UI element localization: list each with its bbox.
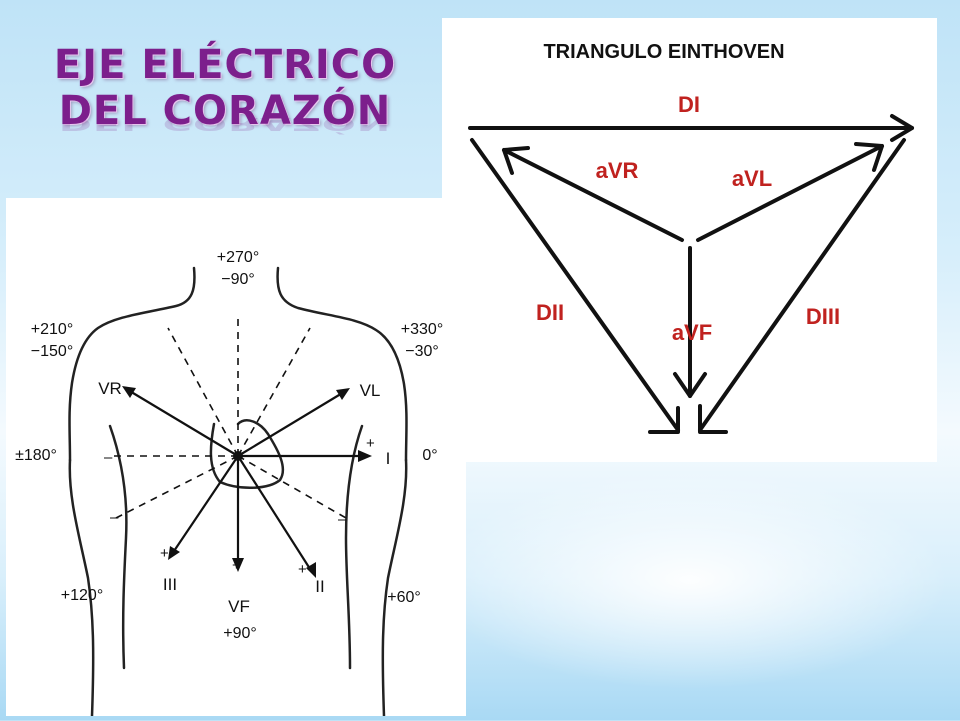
lead-label-vf: VF: [228, 597, 250, 616]
lead-label-iii: III: [163, 575, 177, 594]
label-avr: aVR: [596, 158, 639, 183]
triangle-heading: TRIANGULO EINTHOVEN: [543, 41, 784, 63]
slide-title-reflection-line: DEL CORAZÓN: [58, 113, 392, 134]
lead-axes-dashed: [110, 318, 347, 519]
lead-label-vr: VR: [98, 379, 122, 398]
angle-label-m150: −150°: [31, 343, 73, 360]
arrowhead-lead-vr: [122, 386, 136, 398]
arrowhead-lead-i: [358, 450, 372, 462]
einthoven-triangle-panel: TRIANGULO EINTHOVEN DI aVR aVL DII aVF D…: [442, 18, 937, 462]
lead-axes-solid: [127, 389, 366, 573]
angle-label-0: 0°: [422, 447, 437, 464]
lead-avr-arrow: [502, 148, 684, 242]
lead-label-i: I: [386, 449, 391, 468]
lead-dii-arrow: [470, 138, 680, 432]
heart-outline: [209, 419, 285, 490]
hexaxial-torso-panel: – + + – – + + +270° −90° +210° −150° +33…: [6, 198, 466, 718]
slide-title-line2: DEL CORAZÓN: [58, 88, 392, 134]
sign-plus-i: +: [366, 435, 375, 452]
slide-title-line1: EJE ELÉCTRICO: [53, 42, 397, 88]
arrowhead-lead-vf: [232, 558, 244, 572]
axis-lead-vl-negative: [115, 455, 239, 519]
label-di: DI: [678, 92, 700, 117]
angle-label-270: +270°: [217, 249, 259, 266]
angle-label-210: +210°: [31, 321, 73, 338]
lead-diii-arrow: [698, 138, 906, 432]
angle-label-m90: −90°: [221, 271, 255, 288]
lead-avf-arrowhead: [673, 372, 707, 398]
sign-minus-vr: –: [338, 511, 347, 528]
angle-labels: +270° −90° +210° −150° +330° −30° ±180° …: [15, 249, 443, 642]
axis-lead-vr: [127, 389, 239, 457]
background-glow: [430, 470, 950, 690]
lead-axes-arrowheads: [122, 386, 372, 578]
sign-plus-iii: +: [160, 545, 169, 562]
sign-minus-vl: –: [110, 509, 119, 526]
sign-minus-i: –: [104, 449, 113, 466]
lead-name-labels: VR VL I II III VF: [98, 379, 390, 616]
torso-left-shoulder: [68, 266, 196, 462]
lead-diii-arrowhead: [698, 404, 728, 434]
axis-lead-ii: [237, 455, 313, 573]
label-avl: aVL: [732, 166, 772, 191]
angle-label-180: ±180°: [15, 447, 57, 464]
torso-left-arm-outer: [68, 458, 95, 718]
angle-label-90: +90°: [223, 625, 257, 642]
torso-right-arm-outer: [381, 458, 408, 718]
label-dii: DII: [536, 300, 564, 325]
torso-right-arm-inner: [344, 424, 364, 670]
axis-lead-iii: [171, 455, 239, 555]
angle-label-m30: −30°: [405, 343, 439, 360]
arrowhead-lead-ii: [306, 562, 316, 578]
axis-lead-iii-negative: [237, 327, 311, 457]
label-avf: aVF: [672, 320, 712, 345]
lead-avr-arrowhead: [502, 146, 530, 175]
angle-label-120: +120°: [61, 587, 103, 604]
slide-title: EJE ELÉCTRICO DEL CORAZÓN: [40, 42, 410, 134]
angle-label-330: +330°: [401, 321, 443, 338]
torso-left-arm-inner: [108, 424, 128, 670]
sign-plus-vf: +: [232, 557, 241, 574]
lead-label-ii: II: [315, 577, 324, 596]
axis-lead-ii-negative: [167, 327, 239, 457]
angle-label-60: +60°: [387, 589, 421, 606]
lead-di-arrowhead: [890, 114, 914, 142]
arrowhead-lead-iii: [168, 546, 180, 560]
sign-plus-ii: +: [298, 561, 307, 578]
axis-lead-vl: [237, 391, 345, 457]
lead-dii-arrowhead: [648, 406, 680, 434]
torso-right-shoulder: [276, 266, 408, 462]
arrowhead-lead-vl: [336, 388, 350, 400]
hexaxial-torso-diagram: – + + – – + + +270° −90° +210° −150° +33…: [15, 249, 443, 718]
einthoven-triangle-diagram: TRIANGULO EINTHOVEN DI aVR aVL DII aVF D…: [468, 41, 914, 434]
lead-avl-arrowhead: [854, 142, 884, 172]
lead-label-vl: VL: [360, 381, 381, 400]
lead-avl-arrow: [696, 144, 884, 242]
label-diii: DIII: [806, 304, 840, 329]
polarity-signs: – + + – – + +: [104, 435, 375, 578]
slide-title-reflection: DEL CORAZÓN: [40, 113, 410, 134]
